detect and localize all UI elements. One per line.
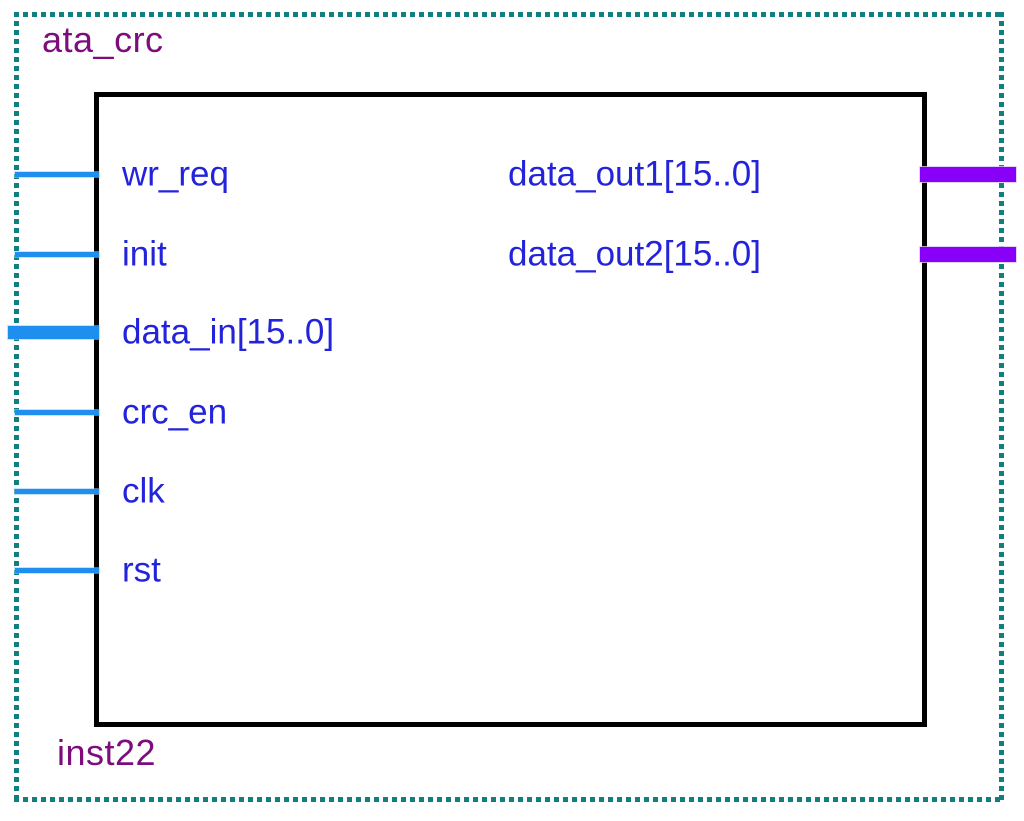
pin-wire-clk[interactable] (15, 488, 99, 494)
selection-border-top (14, 12, 1004, 17)
pin-wire-wr-req[interactable] (15, 171, 99, 177)
pin-wire-crc-en[interactable] (15, 409, 99, 415)
output-label-data-out1: data_out1[15..0] (508, 154, 761, 194)
pin-wire-rst[interactable] (15, 567, 99, 573)
input-label-data-in: data_in[15..0] (122, 312, 335, 352)
selection-border-bottom (14, 797, 1004, 802)
bus-wire-data-out2[interactable] (920, 246, 1016, 262)
input-label-init: init (122, 234, 167, 274)
input-label-wr-req: wr_req (122, 154, 229, 194)
selection-border-left (14, 12, 19, 802)
bus-wire-data-in[interactable] (8, 325, 99, 339)
symbol-name-label: ata_crc (42, 19, 164, 60)
pin-wire-init[interactable] (15, 251, 99, 257)
symbol-body[interactable] (94, 92, 927, 727)
input-label-clk: clk (122, 471, 165, 511)
output-label-data-out2: data_out2[15..0] (508, 234, 761, 274)
bus-wire-data-out1[interactable] (920, 166, 1016, 182)
input-label-crc-en: crc_en (122, 392, 228, 432)
selection-border-right (999, 12, 1004, 802)
instance-name-label: inst22 (57, 732, 157, 773)
input-label-rst: rst (122, 550, 161, 590)
